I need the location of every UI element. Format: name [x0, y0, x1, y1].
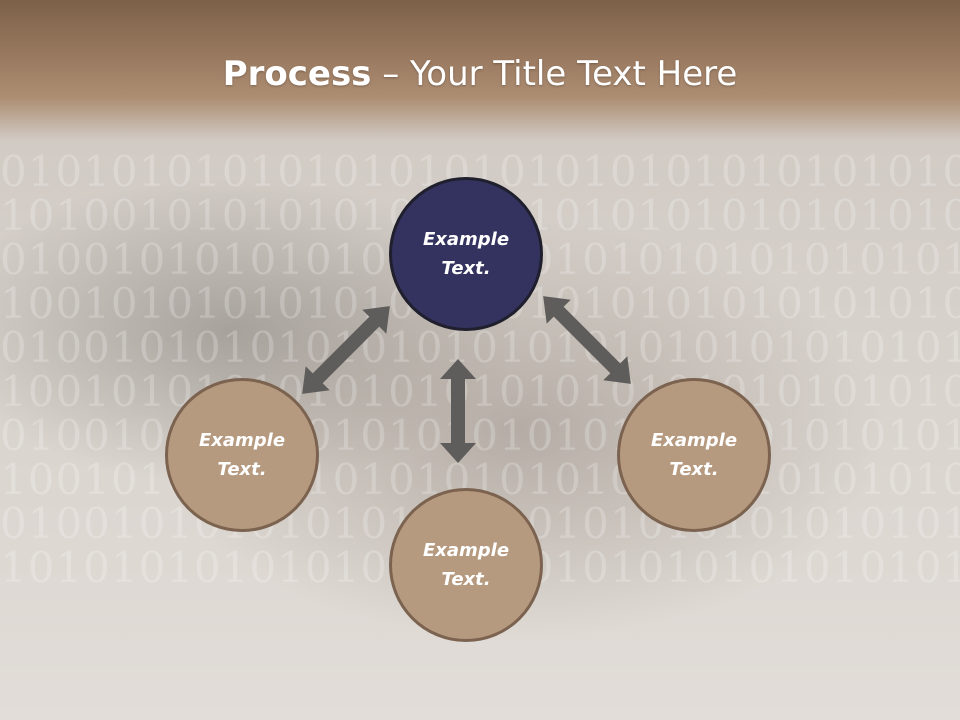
process-step-left: Example Text. [165, 378, 319, 532]
process-step-bottom: Example Text. [389, 488, 543, 642]
double-arrow-right-icon [543, 296, 631, 384]
title-rest: – Your Title Text Here [371, 54, 738, 94]
double-arrow-vertical-icon [440, 359, 476, 463]
step-left-label: Example Text. [198, 430, 286, 480]
title-banner [0, 0, 960, 140]
process-step-top: Example Text. [389, 177, 543, 331]
page-title: Process – Your Title Text Here [0, 52, 960, 96]
step-right-label: Example Text. [650, 430, 738, 480]
process-step-right: Example Text. [617, 378, 771, 532]
title-bold: Process [222, 54, 372, 94]
double-arrow-left-icon [302, 306, 390, 394]
step-bottom-label: Example Text. [422, 540, 510, 590]
step-top-label: Example Text. [422, 229, 510, 279]
